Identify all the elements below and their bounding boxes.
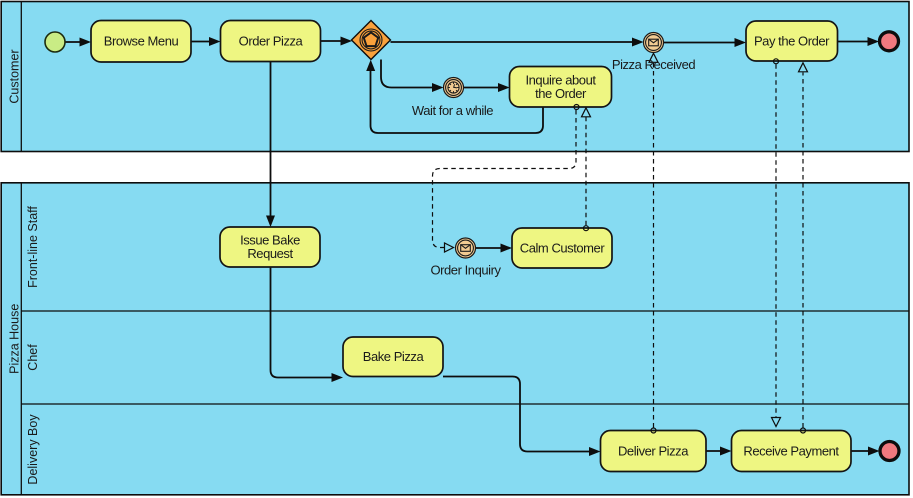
svg-text:Receive Payment: Receive Payment	[743, 444, 839, 459]
svg-text:Wait for a while: Wait for a while	[412, 103, 493, 118]
svg-text:Inquire about: Inquire about	[525, 73, 596, 88]
svg-text:Calm Customer: Calm Customer	[520, 241, 606, 256]
svg-text:Pay the Order: Pay the Order	[754, 34, 830, 49]
svg-text:Pizza House: Pizza House	[7, 304, 21, 374]
svg-text:Browse Menu: Browse Menu	[104, 34, 179, 49]
svg-text:Customer: Customer	[7, 49, 21, 103]
svg-text:Bake Pizza: Bake Pizza	[363, 349, 425, 364]
svg-text:Chef: Chef	[26, 344, 40, 371]
svg-text:Order Pizza: Order Pizza	[239, 34, 304, 49]
svg-text:Order Inquiry: Order Inquiry	[430, 263, 501, 278]
svg-text:Delivery Boy: Delivery Boy	[26, 414, 40, 485]
svg-text:Deliver Pizza: Deliver Pizza	[618, 444, 689, 459]
svg-text:the Order: the Order	[535, 86, 587, 101]
svg-text:Front-line Staff: Front-line Staff	[26, 206, 40, 288]
svg-text:Pizza Received: Pizza Received	[612, 57, 696, 72]
svg-text:Issue Bake: Issue Bake	[240, 233, 300, 248]
svg-text:Request: Request	[247, 246, 293, 261]
